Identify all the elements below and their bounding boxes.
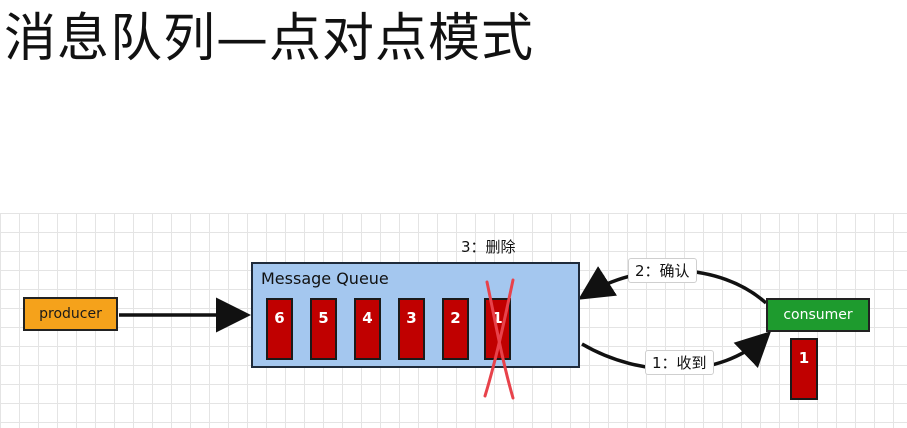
delete-step-label: 3：删除	[461, 238, 516, 256]
producer-box: producer	[23, 297, 118, 331]
consumer-message: 1	[790, 338, 818, 400]
queue-label: Message Queue	[261, 269, 389, 288]
consumer-label: consumer	[783, 307, 853, 323]
queue-message: 5	[310, 298, 337, 360]
ack-step-label: 2：确认	[628, 258, 697, 283]
queue-message: 6	[266, 298, 293, 360]
receive-step-label: 1：收到	[645, 350, 714, 375]
consumer-box: consumer	[766, 298, 870, 332]
queue-message: 4	[354, 298, 381, 360]
message-queue-box: Message Queue 6 5 4 3 2 1	[251, 262, 580, 368]
producer-label: producer	[39, 306, 102, 322]
queue-message: 3	[398, 298, 425, 360]
page-title: 消息队列—点对点模式	[4, 9, 535, 69]
queue-message: 2	[442, 298, 469, 360]
